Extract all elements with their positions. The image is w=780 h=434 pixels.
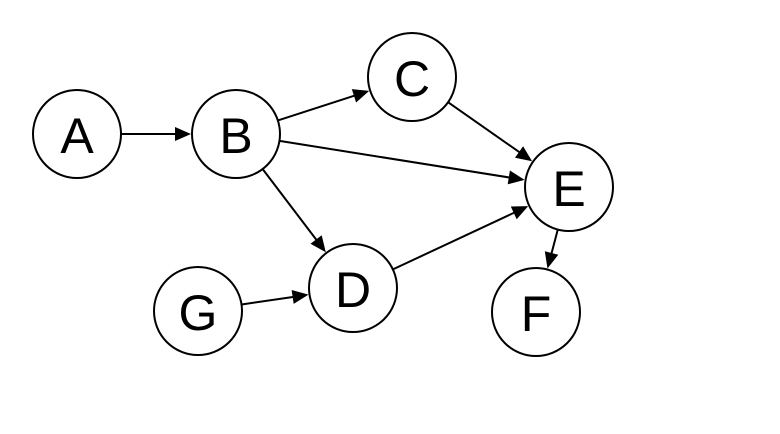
edge-line <box>261 168 319 242</box>
arrowhead-icon <box>510 206 529 220</box>
edge-line <box>447 101 522 154</box>
edge-G-D <box>241 290 309 306</box>
node-E: E <box>524 142 614 232</box>
node-B: B <box>191 89 281 179</box>
arrowhead-icon <box>175 127 191 141</box>
arrowhead-icon <box>351 89 370 103</box>
node-F-circle <box>491 267 581 357</box>
node-A-label: A <box>60 108 94 164</box>
edge-line <box>550 229 559 256</box>
edge-line <box>279 139 511 179</box>
edge-B-E <box>279 139 525 185</box>
node-G: G <box>153 266 243 356</box>
edge-line <box>277 94 357 122</box>
edge-line <box>241 295 295 306</box>
node-C-label: C <box>394 51 430 107</box>
node-G-label: G <box>179 285 218 341</box>
node-F-label: F <box>521 286 552 342</box>
edge-line <box>392 211 517 271</box>
edge-B-C <box>277 89 370 122</box>
arrowhead-icon <box>310 235 326 253</box>
arrowhead-icon <box>515 146 533 162</box>
node-E-label: E <box>552 161 585 217</box>
node-F: F <box>491 267 581 357</box>
edge-A-B <box>121 127 191 141</box>
node-B-circle <box>191 89 281 179</box>
arrowhead-icon <box>544 251 559 269</box>
node-layer: A B C D E F G <box>32 32 614 357</box>
node-A: A <box>32 89 122 179</box>
node-C: C <box>367 32 457 122</box>
node-G-circle <box>153 266 243 356</box>
edge-C-E <box>447 101 533 162</box>
arrowhead-icon <box>291 290 309 304</box>
node-B-label: B <box>219 108 252 164</box>
node-E-circle <box>524 142 614 232</box>
node-C-circle <box>367 32 457 122</box>
node-D-circle <box>308 243 398 333</box>
node-A-circle <box>32 89 122 179</box>
edge-B-D <box>261 168 326 253</box>
edge-D-E <box>392 206 529 271</box>
edge-E-F <box>544 229 559 269</box>
node-D-label: D <box>335 262 371 318</box>
arrowhead-icon <box>507 170 525 185</box>
node-D: D <box>308 243 398 333</box>
edge-layer <box>121 89 559 306</box>
